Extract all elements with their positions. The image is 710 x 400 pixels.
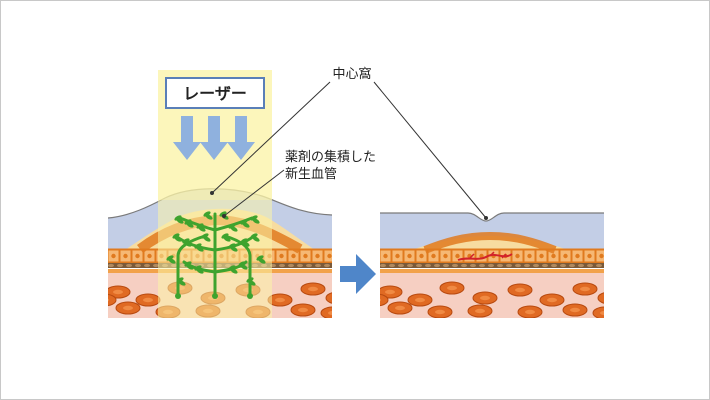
fovea-leader-right <box>373 81 487 219</box>
drug-vessel-label-2: 新生血管 <box>285 166 337 182</box>
fovea-pit <box>380 212 604 222</box>
laser-label-box <box>165 77 265 109</box>
fovea-label: 中心窩 <box>332 66 371 82</box>
neovascular-tree <box>174 212 256 298</box>
arrow-down-icon <box>173 116 255 160</box>
drug-vessel-label-1: 薬剤の集積した <box>285 149 376 165</box>
regressed-vessel <box>457 253 513 261</box>
right-panel <box>380 212 604 318</box>
arrow-right-icon <box>340 254 376 294</box>
fovea-leader-left <box>211 81 331 194</box>
vessel-sprouts <box>166 211 266 286</box>
laser-label: レーザー <box>183 84 247 103</box>
drug-vessel-leader <box>223 169 285 217</box>
